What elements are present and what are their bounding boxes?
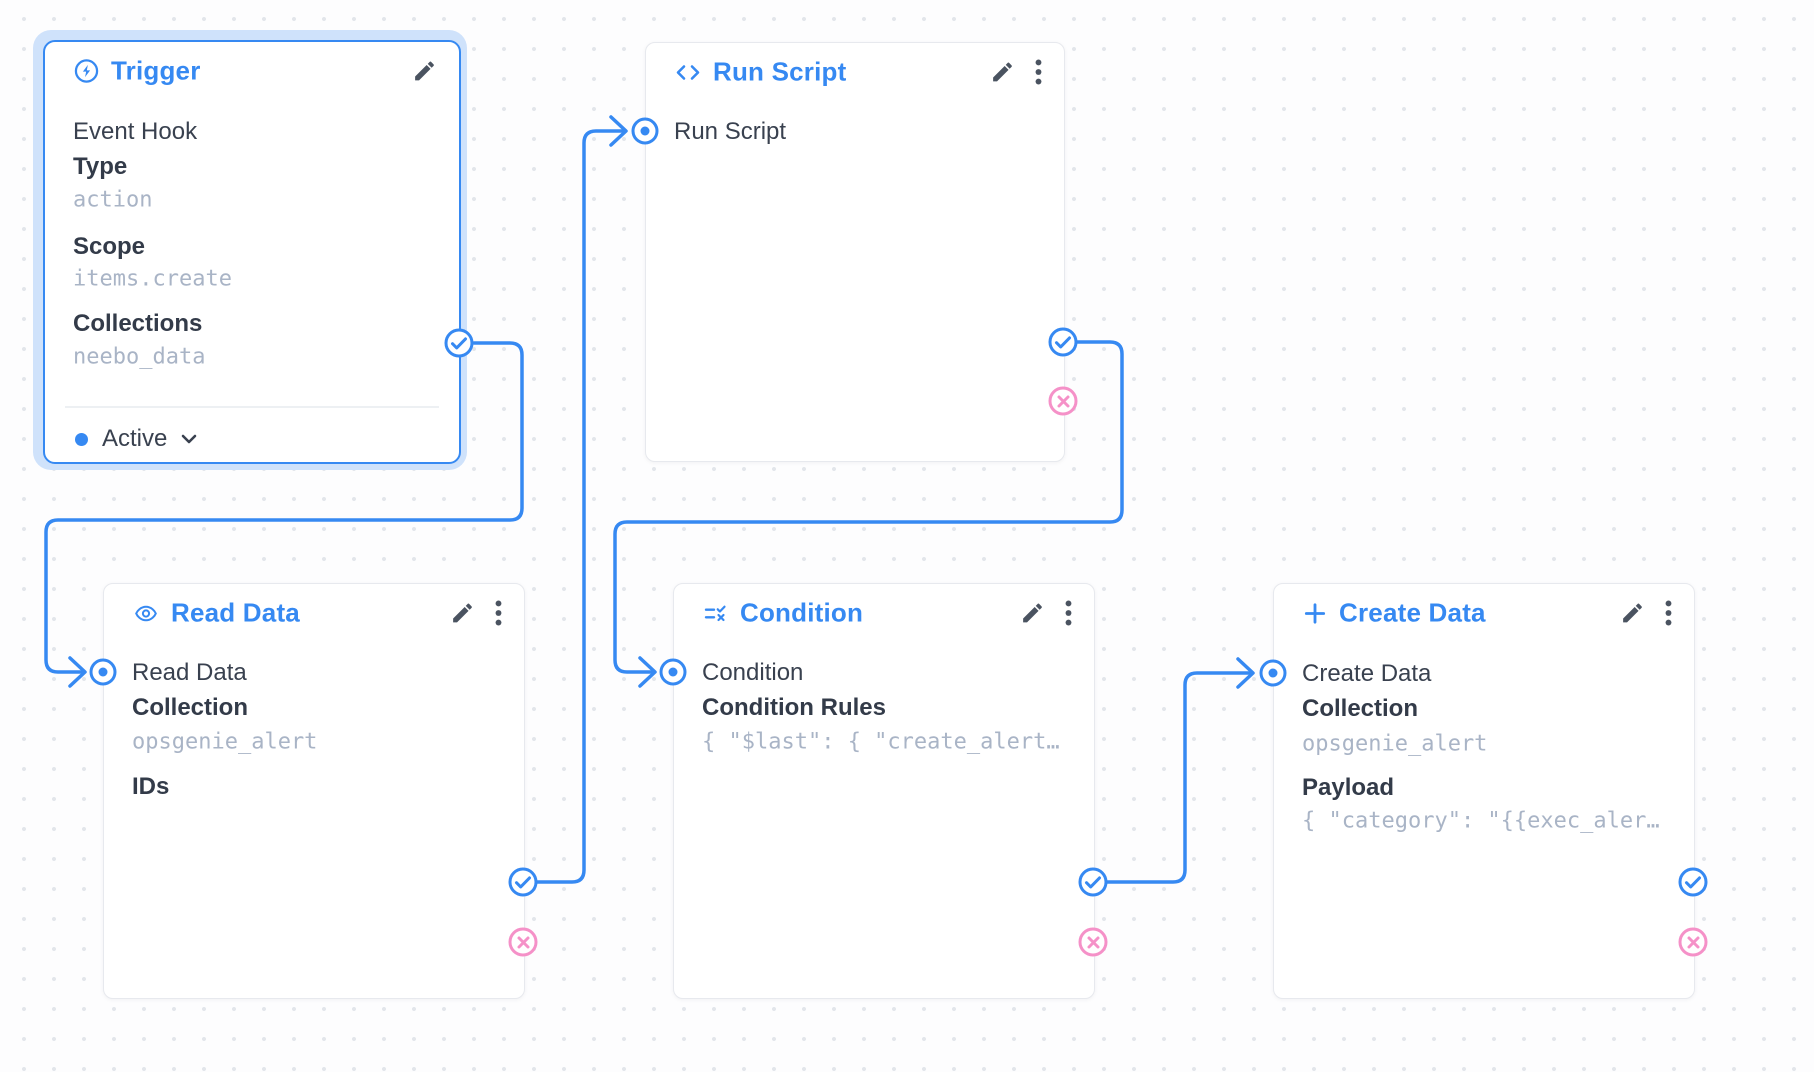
reject-handle-read-data[interactable] bbox=[508, 927, 538, 957]
status-dot-icon bbox=[75, 432, 88, 446]
input-label: Condition bbox=[702, 659, 804, 686]
input-label: Run Script bbox=[674, 118, 787, 145]
edit-icon[interactable] bbox=[990, 60, 1015, 85]
field-label-rules: Condition Rules bbox=[702, 694, 886, 721]
trigger-event-type: Event Hook bbox=[73, 118, 198, 145]
edit-icon[interactable] bbox=[412, 59, 437, 84]
field-label-scope: Scope bbox=[73, 233, 146, 260]
field-label-payload: Payload bbox=[1302, 774, 1395, 801]
input-handle-read-data[interactable] bbox=[89, 658, 117, 686]
resolve-handle-condition[interactable] bbox=[1078, 867, 1108, 897]
edit-icon[interactable] bbox=[1020, 601, 1045, 626]
kebab-menu-icon[interactable] bbox=[1065, 600, 1072, 627]
reject-handle-run-script[interactable] bbox=[1048, 386, 1078, 416]
resolve-handle-create-data[interactable] bbox=[1678, 867, 1708, 897]
field-value-collection: opsgenie_alert bbox=[132, 729, 318, 755]
eye-icon bbox=[132, 601, 160, 625]
reject-handle-condition[interactable] bbox=[1078, 927, 1108, 957]
resolve-handle-read-data[interactable] bbox=[508, 867, 538, 897]
node-title: Read Data bbox=[171, 597, 300, 628]
node-trigger[interactable]: Trigger Event Hook Type action Scope ite… bbox=[43, 40, 461, 464]
code-icon bbox=[674, 60, 702, 84]
node-condition[interactable]: Condition Condition Condition Rules { "$… bbox=[673, 583, 1095, 999]
field-value-payload: { "category": "{{exec_aler… bbox=[1302, 808, 1660, 834]
node-title: Run Script bbox=[713, 56, 847, 87]
input-handle-run-script[interactable] bbox=[631, 117, 659, 145]
divider bbox=[65, 406, 439, 408]
chevron-down-icon bbox=[182, 434, 197, 444]
kebab-menu-icon[interactable] bbox=[495, 600, 502, 627]
input-label: Read Data bbox=[132, 659, 247, 686]
bolt-icon bbox=[73, 58, 100, 85]
field-label-collection: Collection bbox=[1302, 695, 1419, 722]
resolve-handle-run-script[interactable] bbox=[1048, 327, 1078, 357]
node-title: Create Data bbox=[1339, 597, 1486, 628]
edit-icon[interactable] bbox=[1620, 601, 1645, 626]
status-label: Active bbox=[102, 425, 168, 452]
input-label: Create Data bbox=[1302, 660, 1432, 687]
field-value-scope: items.create bbox=[73, 266, 232, 292]
input-handle-condition[interactable] bbox=[659, 658, 687, 686]
field-label-collection: Collection bbox=[132, 694, 249, 721]
node-run-script[interactable]: Run Script Run Script bbox=[645, 42, 1065, 462]
node-read-data[interactable]: Read Data Read Data Collection opsgenie_… bbox=[103, 583, 525, 999]
field-value-collections: neebo_data bbox=[73, 344, 206, 370]
edit-icon[interactable] bbox=[450, 601, 475, 626]
reject-handle-create-data[interactable] bbox=[1678, 927, 1708, 957]
input-handle-create-data[interactable] bbox=[1259, 659, 1287, 687]
field-label-collections: Collections bbox=[73, 310, 203, 337]
field-value-type: action bbox=[73, 187, 153, 213]
kebab-menu-icon[interactable] bbox=[1665, 600, 1672, 627]
plus-icon bbox=[1302, 600, 1328, 626]
status-toggle[interactable]: Active bbox=[75, 425, 197, 453]
kebab-menu-icon[interactable] bbox=[1035, 59, 1042, 86]
rule-icon bbox=[702, 601, 729, 625]
field-value-rules: { "$last": { "create_alert… bbox=[702, 729, 1060, 755]
field-label-ids: IDs bbox=[132, 773, 170, 800]
node-create-data[interactable]: Create Data Create Data Collection opsge… bbox=[1273, 583, 1695, 999]
node-title: Condition bbox=[740, 597, 864, 628]
field-label-type: Type bbox=[73, 153, 128, 180]
resolve-handle-trigger[interactable] bbox=[444, 328, 474, 358]
node-title: Trigger bbox=[111, 55, 201, 86]
node-trigger-selection-halo: Trigger Event Hook Type action Scope ite… bbox=[33, 30, 467, 470]
field-value-collection: opsgenie_alert bbox=[1302, 731, 1488, 757]
